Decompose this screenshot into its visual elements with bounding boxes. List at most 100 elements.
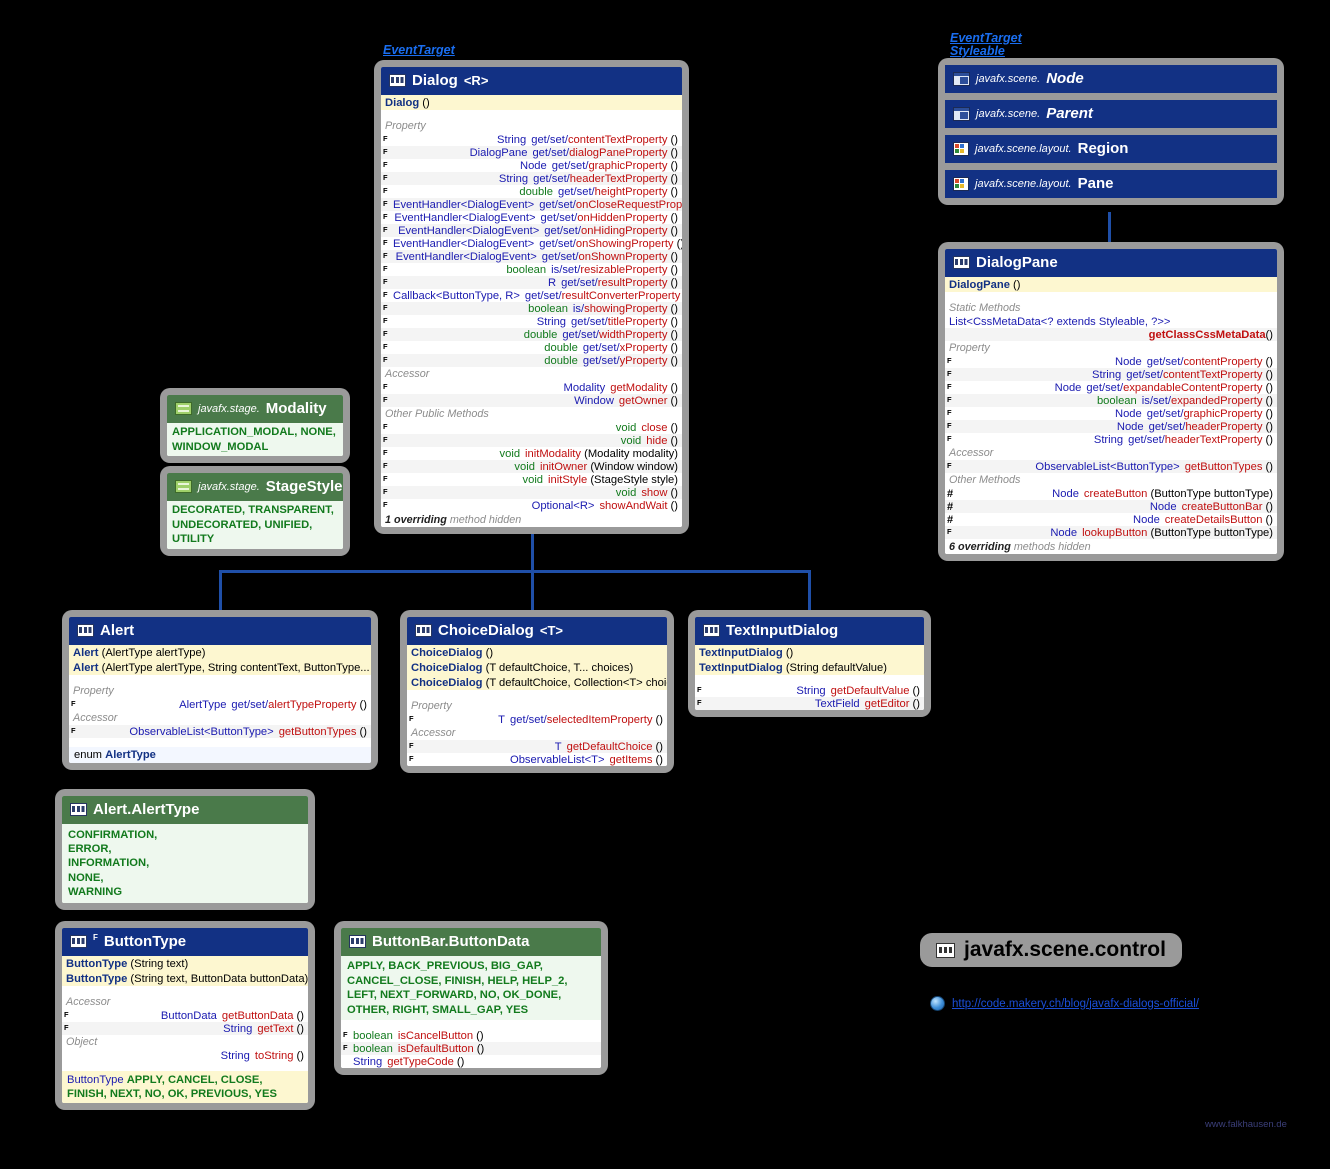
visibility-marker: F xyxy=(947,407,952,417)
constructor-row: Alert (AlertType alertType, String conte… xyxy=(69,660,371,675)
constructor-name: ButtonType xyxy=(66,972,128,985)
class-box-alert[interactable]: Alert Alert (AlertType alertType)Alert (… xyxy=(62,610,378,770)
constructor-params: (String text, ButtonData buttonData) xyxy=(130,972,308,985)
visibility-marker: F xyxy=(697,697,702,707)
constructor-name: ButtonType xyxy=(66,957,128,970)
member-type: String xyxy=(1093,433,1124,446)
member-name: showAndWait xyxy=(599,499,668,512)
member-type: Node xyxy=(1050,526,1078,539)
stack-item-parent[interactable]: javafx.scene.Parent xyxy=(945,100,1277,128)
static-method-type-row: List<CssMetaData<? extends Styleable, ?>… xyxy=(945,315,1277,328)
member-type: Node xyxy=(1133,513,1160,526)
member-name: createButtonBar xyxy=(1181,500,1263,513)
enum-package-modality: javafx.stage. xyxy=(198,402,260,415)
visibility-marker: F xyxy=(71,725,76,735)
constructor-name: DialogPane xyxy=(949,278,1010,291)
constructor-params: (String defaultValue) xyxy=(785,661,887,674)
class-box-choicedialog[interactable]: ChoiceDialog <T> ChoiceDialog ()ChoiceDi… xyxy=(400,610,674,773)
source-url-link[interactable]: http://code.makery.ch/blog/javafx-dialog… xyxy=(952,997,1199,1010)
constants-row-buttontype: ButtonType APPLY, CANCEL, CLOSE, FINISH,… xyxy=(62,1071,308,1103)
member-params: (Window window) xyxy=(587,460,678,473)
visibility-marker: F xyxy=(383,328,388,338)
constructor-params: () xyxy=(1013,278,1021,291)
member-type: AlertType xyxy=(179,698,227,711)
enum-box-buttondata[interactable]: ButtonBar.ButtonData APPLY, BACK_PREVIOU… xyxy=(334,921,608,1075)
spacer xyxy=(695,675,924,684)
class-generic-dialog: <R> xyxy=(463,73,489,88)
visibility-marker: F xyxy=(947,355,952,365)
member-params: () xyxy=(909,697,920,710)
stack-item-region[interactable]: javafx.scene.layout.Region xyxy=(945,135,1277,163)
member-name: get/set/contentTextProperty xyxy=(531,133,668,146)
class-box-buttontype[interactable]: F ButtonType ButtonType (String text)But… xyxy=(55,921,315,1110)
visibility-marker: F xyxy=(383,341,388,351)
section-title: Accessor xyxy=(62,995,308,1009)
member-name: getModality xyxy=(610,381,668,394)
constructor-row: DialogPane () xyxy=(945,277,1277,292)
member-params: () xyxy=(676,237,682,250)
class-name-dialog: Dialog xyxy=(412,72,458,89)
visibility-marker: F xyxy=(343,1042,348,1052)
constructors-textinputdialog: TextInputDialog ()TextInputDialog (Strin… xyxy=(695,645,924,675)
section-title: Property xyxy=(407,699,667,713)
stack-item-node[interactable]: javafx.scene.Node xyxy=(945,65,1277,93)
enum-header-stagestyle: javafx.stage. StageStyle xyxy=(167,473,343,501)
constructor-name: TextInputDialog xyxy=(699,646,783,659)
nested-name: AlertType xyxy=(105,749,156,761)
enum-package-stagestyle: javafx.stage. xyxy=(198,480,260,493)
member-type: ObservableList<T> xyxy=(510,753,605,766)
member-type: boolean xyxy=(506,263,547,276)
layout-icon xyxy=(953,141,969,156)
member-name: getOwner xyxy=(618,394,668,407)
class-box-textinputdialog[interactable]: TextInputDialog TextInputDialog ()TextIn… xyxy=(688,610,931,717)
member-name: get/set/onHiddenProperty xyxy=(540,211,668,224)
spacer xyxy=(381,110,682,119)
member-params: () xyxy=(667,276,678,289)
constructor-params: (T defaultChoice, T... choices) xyxy=(485,661,634,674)
visibility-marker: F xyxy=(409,713,414,723)
member-type: Callback<ButtonType, R> xyxy=(393,289,520,302)
member-type: String xyxy=(220,1049,250,1062)
footer-count: 1 overriding xyxy=(385,513,447,526)
connector-to-choicedialog xyxy=(531,570,534,614)
member-params: () xyxy=(909,684,920,697)
enum-box-alerttype[interactable]: Alert.AlertType CONFIRMATION, ERROR, INF… xyxy=(55,789,315,911)
member-name: get/set/resultConverterProperty xyxy=(524,289,681,302)
class-box-dialogpane[interactable]: DialogPane DialogPane () Static Methods … xyxy=(938,242,1284,561)
member-params: () xyxy=(667,211,678,224)
member-params: () xyxy=(667,263,678,276)
stack-item-pane[interactable]: javafx.scene.layout.Pane xyxy=(945,170,1277,198)
class-header-alert: Alert xyxy=(69,617,371,645)
member-params: () xyxy=(473,1042,485,1055)
source-url-row[interactable]: http://code.makery.ch/blog/javafx-dialog… xyxy=(930,996,1199,1011)
member-params: () xyxy=(473,1029,484,1042)
constructor-name: Alert xyxy=(73,661,99,674)
visibility-marker: F xyxy=(383,146,388,156)
enum-box-stagestyle[interactable]: javafx.stage. StageStyle DECORATED, TRAN… xyxy=(160,466,350,556)
class-name-choicedialog: ChoiceDialog xyxy=(438,622,534,639)
constructor-name: ChoiceDialog xyxy=(411,676,483,689)
stack-item-package: javafx.scene. xyxy=(976,107,1041,120)
final-marker: F xyxy=(93,933,98,942)
member-params: (ButtonType buttonType) xyxy=(1147,526,1273,539)
enum-box-modality[interactable]: javafx.stage. Modality APPLICATION_MODAL… xyxy=(160,388,350,463)
member-params: (StageStyle style) xyxy=(587,473,678,486)
member-params: () xyxy=(1262,500,1273,513)
constructor-row: Alert (AlertType alertType) xyxy=(69,645,371,660)
class-name-textinputdialog: TextInputDialog xyxy=(726,622,839,639)
